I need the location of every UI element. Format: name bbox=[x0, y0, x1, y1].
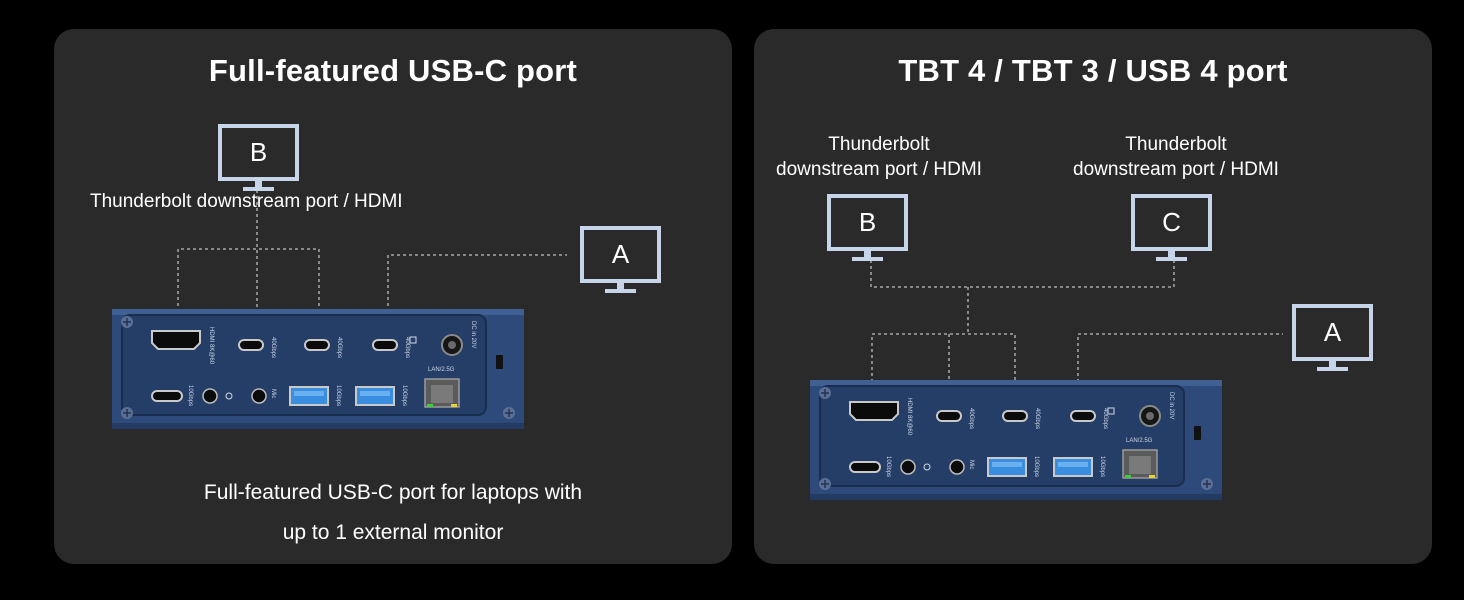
panel-caption: Full-featured USB-C port for laptops wit… bbox=[54, 473, 732, 553]
panel-title: TBT 4 / TBT 3 / USB 4 port bbox=[898, 53, 1288, 88]
monitor-b-label-line-1: Thunderbolt bbox=[828, 134, 930, 155]
monitor-c-icon: C bbox=[1131, 194, 1212, 263]
monitor-b-label: Thunderbolt downstream port / HDMI bbox=[768, 132, 990, 182]
monitor-c-label-line-2: downstream port / HDMI bbox=[1073, 159, 1279, 180]
caption-line-1: Full-featured USB-C port for laptops wit… bbox=[203, 481, 583, 504]
caption-line-2: up to 1 external monitor bbox=[282, 521, 504, 544]
monitor-c-label-line-1: Thunderbolt bbox=[1125, 134, 1227, 155]
monitor-c-label: Thunderbolt downstream port / HDMI bbox=[1065, 132, 1287, 182]
monitor-a-icon: A bbox=[580, 226, 661, 295]
monitor-b-label-line-2: downstream port / HDMI bbox=[776, 159, 982, 180]
usb-c-port-panel: Full-featured USB-C port Thunderbolt dow… bbox=[54, 29, 732, 564]
monitor-b-label: Thunderbolt downstream port / HDMI bbox=[90, 191, 403, 212]
svg-text:B: B bbox=[250, 137, 267, 167]
left-connector-lines bbox=[177, 190, 567, 330]
panel-title: Full-featured USB-C port bbox=[208, 53, 578, 88]
docking-station bbox=[809, 379, 1223, 501]
monitor-b-icon: B bbox=[827, 194, 908, 263]
svg-text:A: A bbox=[1324, 317, 1342, 347]
svg-text:C: C bbox=[1162, 207, 1181, 237]
svg-text:A: A bbox=[612, 239, 630, 269]
monitor-b-icon: B bbox=[218, 124, 299, 193]
monitor-a-icon: A bbox=[1292, 304, 1373, 373]
docking-station bbox=[111, 308, 525, 430]
right-connector-lines bbox=[870, 260, 1283, 400]
svg-text:B: B bbox=[859, 207, 876, 237]
